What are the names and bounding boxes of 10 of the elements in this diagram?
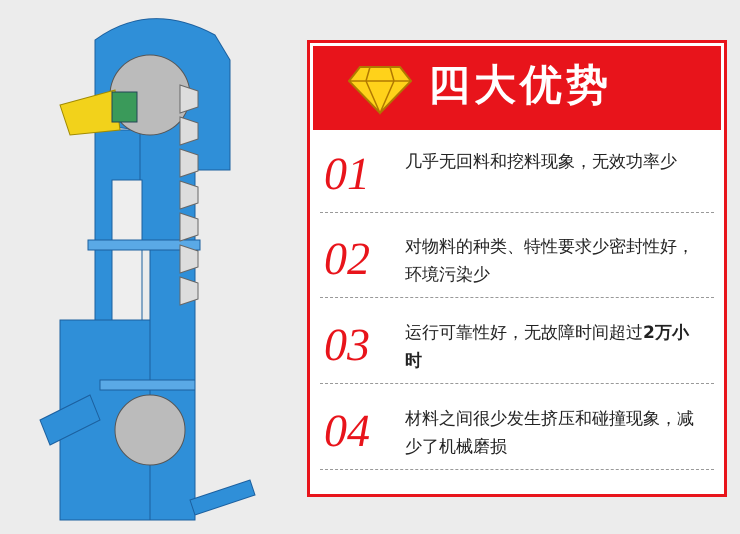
advantages-panel	[307, 40, 727, 497]
item-number: 01	[324, 147, 370, 201]
item-number: 02	[324, 232, 370, 286]
advantage-text: 材料之间很少发生挤压和碰撞现象，减少了机械磨损	[405, 408, 695, 459]
advantage-text: 运行可靠性好，无故障时间超过2万小时	[405, 322, 690, 373]
advantage-text: 几乎无回料和挖料现象，无效功率少	[405, 151, 678, 174]
title-heading: 四大优势	[428, 59, 612, 111]
item-number: 03	[324, 318, 370, 372]
item-number: 04	[324, 404, 370, 458]
advantage-text: 对物料的种类、特性要求少密封性好，环境污染少	[405, 236, 695, 287]
